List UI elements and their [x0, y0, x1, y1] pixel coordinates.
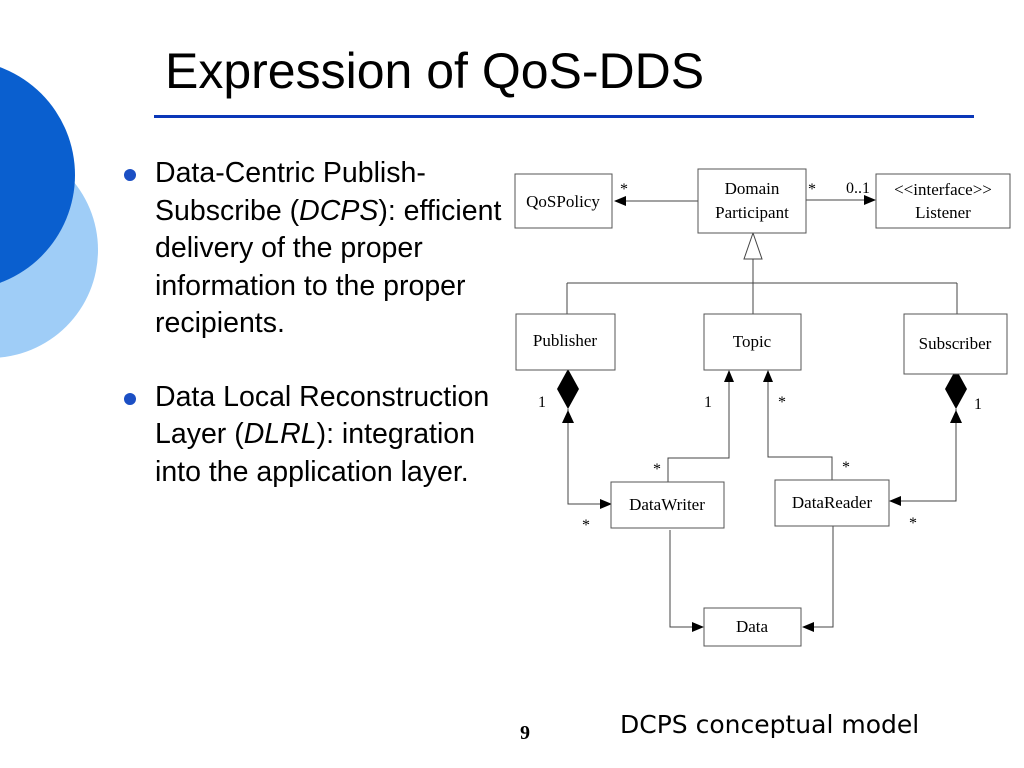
slide-title: Expression of QoS-DDS	[165, 43, 705, 99]
bullet-text: ): integration into the application laye…	[155, 418, 475, 488]
arrowhead-up-icon	[562, 410, 574, 423]
dcps-uml-diagram: QoSPolicy Domain Participant <<interface…	[514, 168, 1011, 647]
assoc-datawriter-topic	[667, 370, 734, 484]
bullet-dcps: Data-Centric Publish-Subscribe (DCPS): e…	[120, 155, 515, 343]
multiplicity-label: 1	[704, 394, 712, 411]
bullet-acronym-dcps: DCPS	[299, 194, 379, 227]
bullet-text: ): efficient delivery of the proper info…	[155, 194, 502, 340]
multiplicity-label: *	[653, 461, 661, 478]
multiplicity-label: 1	[538, 394, 546, 411]
bullet-text: Data Local Reconstruction Layer (	[155, 380, 490, 451]
class-label: QoSPolicy	[526, 192, 600, 211]
decorative-circle-dark	[0, 67, 75, 283]
class-label: Domain	[725, 179, 780, 198]
uml-class-datareader: DataReader	[774, 479, 890, 527]
uml-class-listener: <<interface>> Listener	[875, 173, 1011, 229]
uml-class-datawriter: DataWriter	[610, 481, 725, 529]
class-label: Topic	[733, 332, 772, 351]
class-label: Publisher	[533, 331, 598, 350]
bullet-dot-icon	[124, 169, 136, 181]
class-label: Participant	[715, 203, 789, 222]
class-label: Subscriber	[919, 334, 992, 353]
uml-class-data: Data	[703, 607, 802, 647]
diagram-caption: DCPS conceptual model	[620, 710, 920, 739]
multiplicity-label: *	[842, 459, 850, 476]
assoc-datawriter-data	[669, 530, 704, 632]
bullet-dot-icon	[124, 392, 136, 405]
assoc-datareader-data	[802, 526, 834, 632]
class-label: Listener	[915, 203, 971, 222]
assoc-datareader-topic	[763, 370, 833, 480]
class-label: DataWriter	[629, 495, 705, 514]
bullet-text: Data-Centric Publish-Subscribe (	[155, 157, 426, 227]
composition-diamond-icon	[557, 369, 579, 409]
title-underline	[154, 115, 974, 118]
uml-class-qospolicy: QoSPolicy	[514, 173, 613, 229]
class-label: <<interface>>	[894, 180, 992, 199]
connectors	[557, 195, 967, 632]
multiplicity-label: *	[620, 181, 628, 198]
comp-subscriber-datareader	[889, 409, 957, 506]
comp-publisher-datawriter	[567, 409, 612, 509]
bullet-dlrl: Data Local Reconstruction Layer (DLRL): …	[120, 379, 515, 492]
multiplicity-label: *	[582, 517, 590, 534]
class-label: Data	[736, 617, 769, 636]
class-label: DataReader	[792, 493, 873, 512]
inheritance-triangle-icon	[743, 231, 763, 260]
bullet-acronym-dlrl: DLRL	[243, 418, 317, 450]
multiplicity-label: *	[909, 515, 917, 532]
decorative-circles	[0, 67, 98, 358]
composition-diamond-icon	[945, 369, 967, 409]
page-number: 9	[520, 722, 530, 744]
bullet-list: Data-Centric Publish-Subscribe (DCPS): e…	[120, 155, 515, 527]
uml-class-domain-participant: Domain Participant	[697, 168, 807, 234]
multiplicity-label: *	[778, 394, 786, 411]
uml-class-topic: Topic	[703, 313, 802, 371]
multiplicity-label: 1	[974, 396, 982, 413]
multiplicity-label: *	[808, 181, 816, 198]
multiplicity-label: 0..1	[846, 180, 870, 197]
multiplicity-labels: * * 0..1 1 1 * 1 * * * *	[538, 180, 982, 534]
arrowhead-up-icon	[950, 410, 962, 423]
uml-class-publisher: Publisher	[515, 313, 616, 371]
uml-class-subscriber: Subscriber	[903, 313, 1008, 375]
